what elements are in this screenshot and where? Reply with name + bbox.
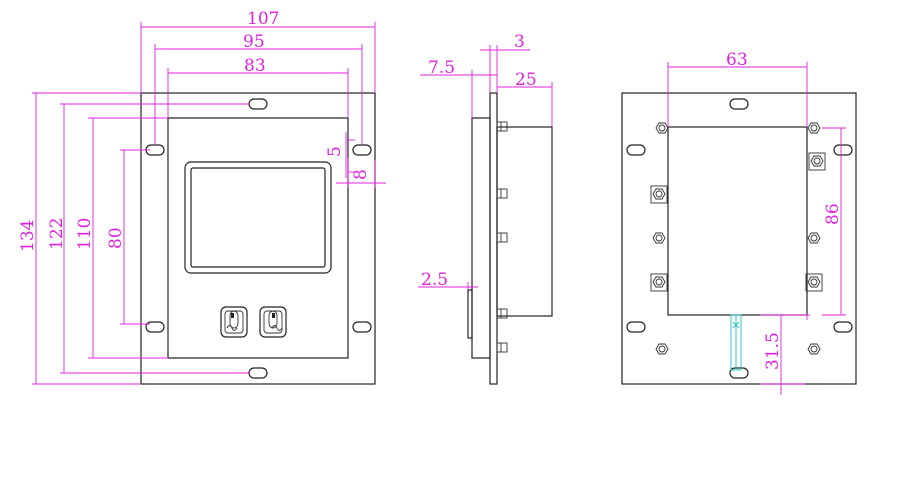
touchpad-outer (184, 161, 332, 274)
mounting-hole-top (248, 98, 268, 110)
dim-overall-width: 107 (140, 9, 376, 93)
rear-slot-left-lower (626, 321, 646, 333)
dim-cable-offset: 31.5 (760, 314, 810, 395)
rear-slot-right-lower (833, 321, 853, 333)
front-view: 107 95 83 134 122 (18, 9, 386, 385)
dim-overall-depth-label: 7.5 (428, 58, 455, 78)
dim-hole-offset-side: 8 (336, 158, 386, 188)
rear-slot-left-upper (626, 144, 646, 156)
mounting-hole-right-lower (352, 321, 372, 333)
dim-stud-spacing-label: 86 (823, 203, 843, 225)
dim-stud-spacing: 86 (822, 127, 846, 316)
rear-body (667, 126, 808, 316)
side-view: 3 7.5 25 2.5 (418, 32, 553, 385)
dim-inner-width: 83 (167, 56, 349, 118)
dim-hole-spacing-height-label: 122 (47, 218, 67, 250)
side-studs (496, 121, 508, 353)
rear-view: 63 86 31.5 (621, 50, 857, 395)
mounting-hole-bottom (248, 367, 268, 379)
dim-overall-width-label: 107 (247, 9, 279, 29)
dim-inner-height: 110 (75, 117, 168, 359)
dim-inner-height-label: 110 (75, 218, 95, 250)
dim-cable-offset-label: 31.5 (763, 332, 783, 370)
side-body (496, 126, 553, 317)
dim-body-depth: 25 (497, 70, 553, 127)
front-plate-outline (140, 92, 376, 385)
dim-inner-width-label: 83 (244, 56, 266, 76)
dim-panel-thickness-label: 3 (514, 32, 525, 52)
mouse-left-button (220, 306, 248, 338)
dim-hole-offset-side-label: 8 (351, 169, 371, 180)
dim-hole-spacing-width-label: 95 (243, 32, 265, 52)
rear-slot-right-upper (833, 144, 853, 156)
rear-nuts (650, 122, 826, 355)
front-inner-body (167, 117, 349, 359)
dim-pad-height: 80 (106, 149, 150, 325)
mouse-right-button (259, 306, 287, 338)
dim-overall-height: 134 (18, 92, 141, 385)
rear-cable (730, 314, 742, 371)
rear-plate-outline (621, 92, 857, 385)
dim-hole-spacing-width: 95 (154, 32, 363, 145)
dim-overall-height-label: 134 (18, 220, 38, 252)
touchpad-inner (190, 167, 326, 268)
mouse-right-button-icon (268, 310, 283, 331)
dim-lip-label: 2.5 (421, 270, 448, 290)
dim-hole-offset-small: 5 (325, 132, 355, 178)
rear-slot-top (729, 98, 749, 110)
mouse-left-button-icon (226, 310, 239, 331)
side-panel (489, 92, 498, 385)
dim-hole-offset-small-label: 5 (325, 146, 345, 157)
dim-body-depth-label: 25 (515, 70, 537, 90)
dim-body-width-label: 63 (726, 50, 748, 70)
side-front-face (471, 117, 491, 359)
dim-overall-depth: 7.5 (420, 58, 497, 118)
dim-pad-height-label: 80 (106, 227, 126, 249)
dim-hole-spacing-height: 122 (47, 103, 250, 374)
rear-slot-bottom (729, 367, 749, 379)
side-lip (467, 289, 473, 339)
dim-panel-thickness: 3 (480, 32, 530, 93)
dim-body-width: 63 (667, 50, 808, 127)
mounting-hole-left-lower (145, 321, 165, 333)
dim-lip: 2.5 (418, 270, 478, 290)
mounting-hole-right-upper (352, 144, 372, 156)
